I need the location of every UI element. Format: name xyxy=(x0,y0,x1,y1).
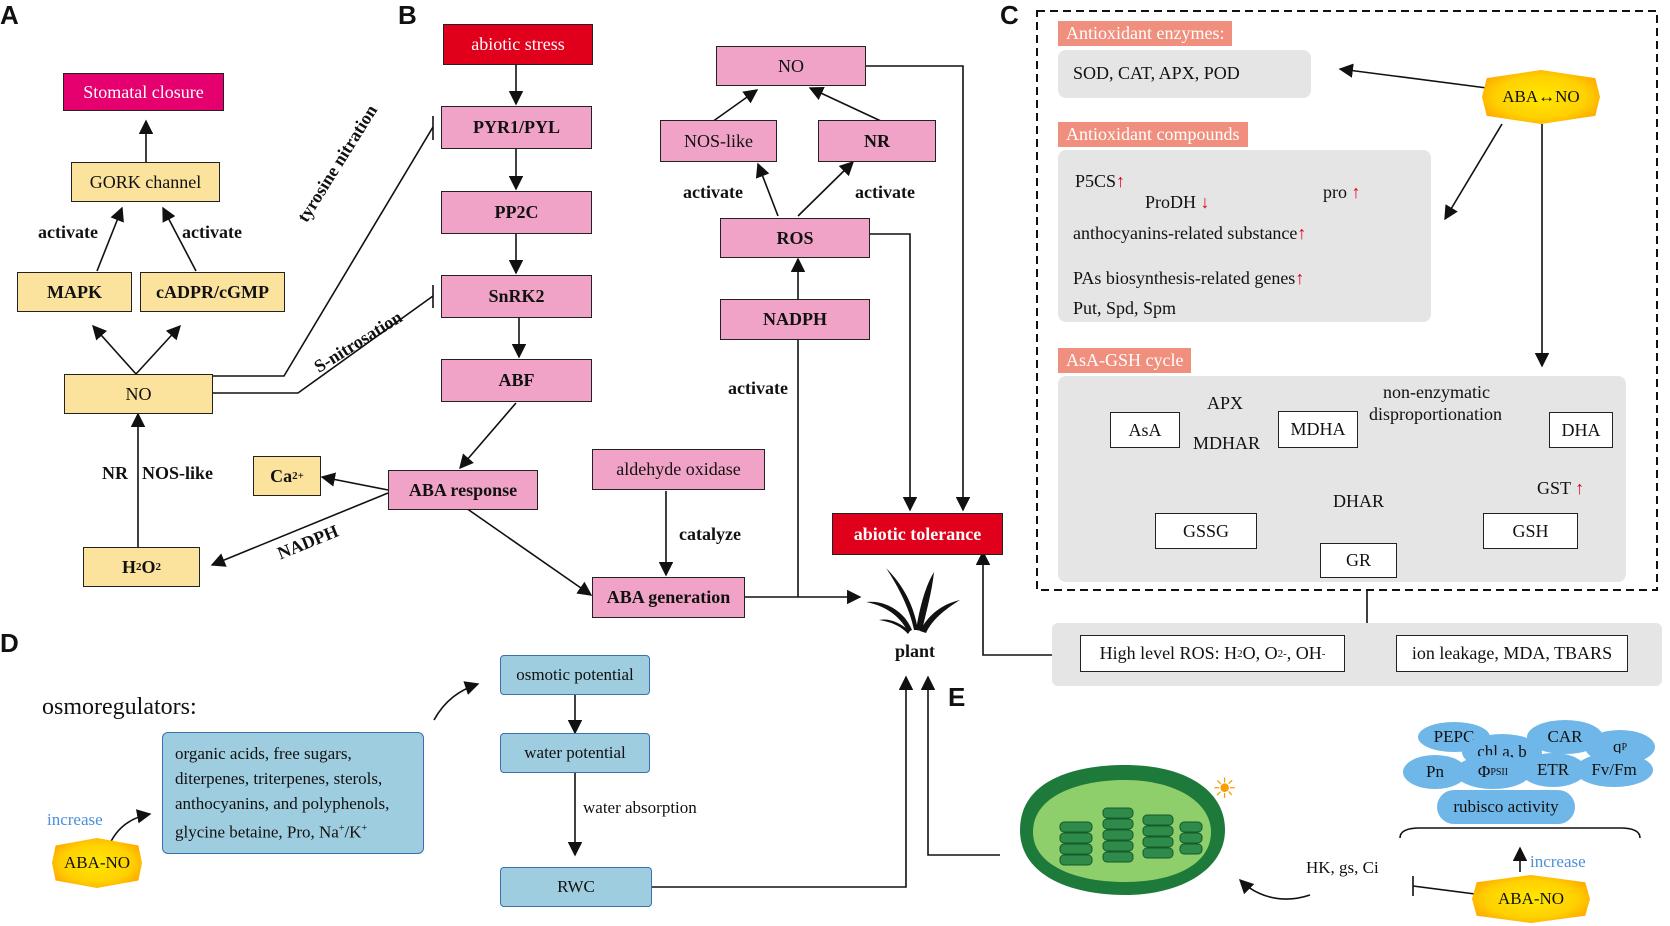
activate-label: activate xyxy=(182,222,242,242)
activate-label: activate xyxy=(683,182,743,202)
snrk2-node: SnRK2 xyxy=(441,275,592,318)
etr-bubble: ETR xyxy=(1520,753,1586,787)
aba-generation-node: ABA generation xyxy=(592,577,745,618)
ion-leakage-node: ion leakage, MDA, TBARS xyxy=(1396,635,1628,672)
dha-node: DHA xyxy=(1549,412,1613,448)
water-absorption-label: water absorption xyxy=(583,798,697,817)
osmoregulators-list: organic acids, free sugars, diterpenes, … xyxy=(162,732,424,854)
pp2c-node: PP2C xyxy=(441,191,592,234)
panel-label-e: E xyxy=(948,682,966,712)
disproportionation-label: disproportionation xyxy=(1369,404,1502,424)
gssg-node: GSSG xyxy=(1155,513,1257,549)
mdhar-label: MDHAR xyxy=(1193,433,1261,453)
aba-no-badge: ABA↔NO xyxy=(1482,70,1600,124)
rubisco-bubble: rubisco activity xyxy=(1437,790,1575,824)
ros-node: ROS xyxy=(720,218,870,258)
abiotic-tolerance-node: abiotic tolerance xyxy=(832,513,1003,555)
nr-node: NR xyxy=(818,120,936,162)
polyamines-label: Put, Spd, Spm xyxy=(1073,298,1177,318)
nos-like-node: NOS-like xyxy=(660,120,777,162)
apx-label: APX xyxy=(1207,393,1244,413)
osmotic-potential-node: osmotic potential xyxy=(500,655,650,695)
pas-genes-label: PAs biosynthesis-related genes↑ xyxy=(1073,268,1305,288)
dhar-label: DHAR xyxy=(1333,491,1385,511)
gsh-node: GSH xyxy=(1483,513,1578,549)
rwc-node: RWC xyxy=(500,867,652,907)
activate-label: activate xyxy=(38,222,98,242)
aldehyde-oxidase-node: aldehyde oxidase xyxy=(592,449,765,490)
pyr1-pyl-node: PYR1/PYL xyxy=(441,106,592,149)
prodh-label: ProDH ↓ xyxy=(1145,192,1210,212)
non-enzymatic-label: non-enzymatic xyxy=(1383,382,1490,402)
abf-node: ABF xyxy=(441,359,592,402)
no-node: NO xyxy=(64,374,213,414)
aba-no-badge-d: ABA-NO xyxy=(52,838,142,888)
chloroplast-icon xyxy=(1020,765,1225,895)
activate-label: activate xyxy=(855,182,915,202)
activate-label: activate xyxy=(728,378,788,398)
enzymes-list: SOD, CAT, APX, POD xyxy=(1073,63,1240,83)
nos-like-label: NOS-like xyxy=(142,463,214,483)
panel-label-d: D xyxy=(0,628,19,658)
stomatal-closure-node: Stomatal closure xyxy=(63,73,224,111)
osmoregulators-label: osmoregulators: xyxy=(42,694,197,720)
asa-gsh-cycle-title: AsA-GSH cycle xyxy=(1058,348,1192,373)
increase-label: increase xyxy=(47,810,103,829)
aba-response-node: ABA response xyxy=(388,470,538,510)
gork-channel-node: GORK channel xyxy=(71,162,220,202)
asa-node: AsA xyxy=(1110,412,1180,448)
catalyze-label: catalyze xyxy=(679,524,741,544)
panel-label-c: C xyxy=(1000,0,1019,30)
nadph-node: NADPH xyxy=(720,299,870,340)
pro-label: pro ↑ xyxy=(1323,182,1361,202)
no-node-b: NO xyxy=(716,46,866,86)
mapk-node: MAPK xyxy=(17,272,132,312)
compounds-panel xyxy=(1058,150,1431,322)
p5cs-label: P5CS↑ xyxy=(1075,171,1126,191)
enzymes-panel xyxy=(1058,50,1311,98)
antioxidant-enzymes-title: Antioxidant enzymes: xyxy=(1058,21,1233,46)
hk-gs-ci-label: HK, gs, Ci xyxy=(1306,858,1379,877)
fvfm-bubble: Fv/Fm xyxy=(1575,753,1653,787)
sun-icon: ☀ xyxy=(1212,774,1238,805)
antioxidant-compounds-title: Antioxidant compounds xyxy=(1058,122,1248,147)
mdha-node: MDHA xyxy=(1278,411,1358,448)
plant-label: plant xyxy=(895,641,936,661)
abiotic-stress-node: abiotic stress xyxy=(443,24,593,65)
gst-label: GST ↑ xyxy=(1537,478,1585,498)
anthocyanins-label: anthocyanins-related substance↑ xyxy=(1073,223,1307,243)
cadpr-cgmp-node: cADPR/cGMP xyxy=(140,272,285,312)
aba-no-badge-e: ABA-NO xyxy=(1472,875,1590,923)
gr-node: GR xyxy=(1320,543,1397,578)
nr-label: NR xyxy=(102,463,128,483)
plant-icon xyxy=(866,568,960,634)
panel-label-a: A xyxy=(0,0,19,30)
increase-label-e: increase xyxy=(1530,852,1586,871)
panel-label-b: B xyxy=(398,0,417,30)
water-potential-node: water potential xyxy=(500,733,650,773)
